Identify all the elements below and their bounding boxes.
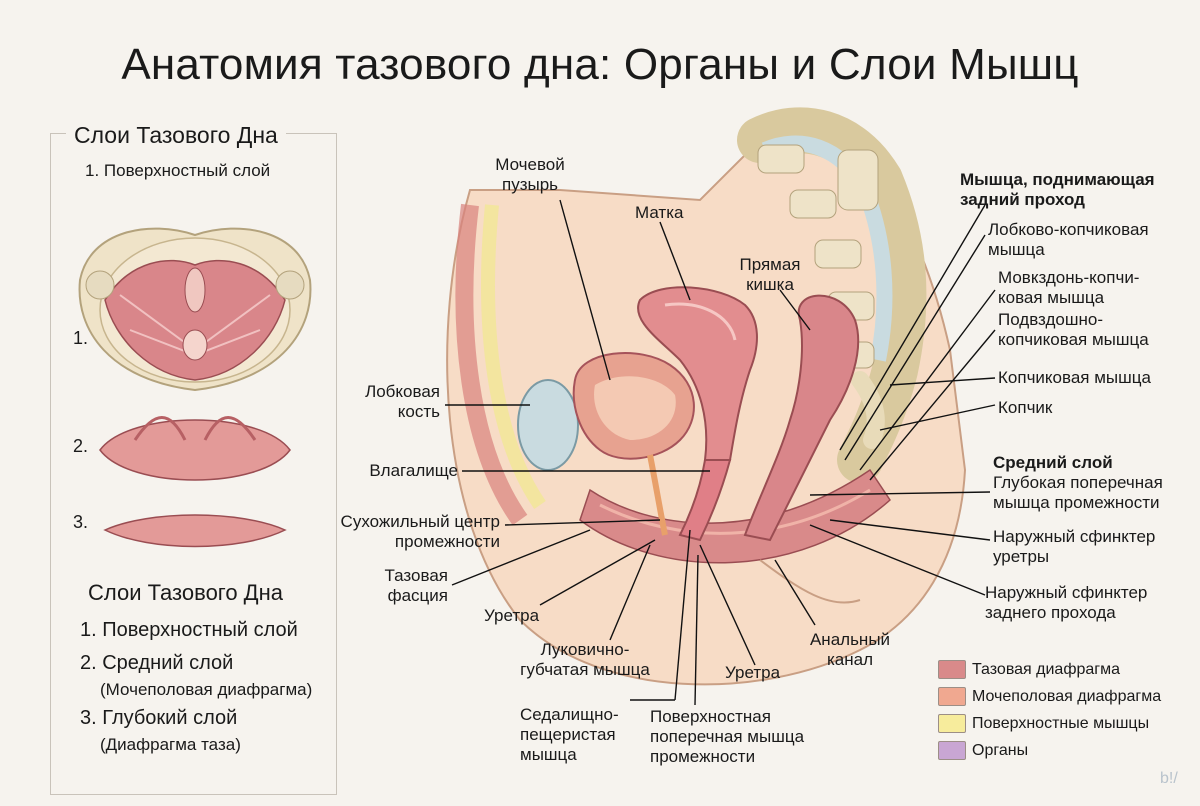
label-vagina: Влагалище xyxy=(369,461,458,480)
layers-list-item: 2. Средний слой xyxy=(80,652,234,674)
page-title: Анатомия тазового дна: Органы и Слои Мыш… xyxy=(121,40,1079,89)
legend-swatch xyxy=(938,660,966,679)
legend-swatch xyxy=(938,714,966,733)
uterus xyxy=(637,286,758,461)
layers-list-item: 1. Поверхностный слой xyxy=(80,619,298,641)
label-pelvic-fascia: Тазовая фасция xyxy=(384,566,448,605)
legend: Тазовая диафрагма Мочеполовая диафрагма … xyxy=(938,660,1161,760)
label-ext-urethral-sphincter: Наружный сфинктер уретры xyxy=(993,527,1156,566)
label-pubic-bone: Лобковая кость xyxy=(365,382,440,421)
label-iliococcygeus: Подвздошно- копчиковая мышца xyxy=(998,310,1149,349)
label-levator-ani: Мышца, поднимающая задний проход xyxy=(960,170,1155,209)
label-rectum: Прямая кишка xyxy=(739,255,801,294)
label-ischiocavernosus: Седалищно- пещеристая мышца xyxy=(520,705,619,764)
layer-marker-3: 3. xyxy=(73,512,89,532)
leader-lines xyxy=(445,199,996,706)
top-layer-caption: 1. Поверхностный слой xyxy=(85,161,271,180)
legend-swatch xyxy=(938,687,966,706)
label-ext-anal-sphincter: Наружный сфинктер заднего прохода xyxy=(985,583,1148,622)
middle-layer-muscles xyxy=(99,419,291,481)
coccyx xyxy=(851,371,885,449)
legend-label: Мочеполовая диафрагма xyxy=(972,687,1162,705)
layers-illustration xyxy=(78,227,312,548)
label-coccygeus: Копчиковая мышца xyxy=(998,368,1151,387)
legend-item: Органы xyxy=(938,741,1161,760)
label-urethra-mid: Уретра xyxy=(725,663,781,682)
label-bulbospongiosus: Луковично- губчатая мышца xyxy=(520,640,650,679)
label-deep-transverse: Глубокая поперечная мышца промежности xyxy=(993,473,1163,512)
legend-item: Тазовая диафрагма xyxy=(938,660,1161,679)
label-anal-canal: Анальный канал xyxy=(809,630,891,669)
urethra xyxy=(647,454,668,536)
rectum xyxy=(743,294,860,542)
watermark: b!/ xyxy=(1160,770,1178,787)
label-movkzdon: Мовкздонь-копчи- ковая мышца xyxy=(998,268,1140,307)
pelvic-floor-muscles xyxy=(579,468,891,564)
label-coccyx: Копчик xyxy=(998,398,1053,417)
panel-header: Слои Тазового Дна xyxy=(66,122,286,149)
layer-marker-1: 1. xyxy=(73,328,89,348)
layers-list-sub: (Мочеполовая диафрагма) xyxy=(100,680,313,699)
label-perineal-body: Сухожильный центр промежности xyxy=(340,512,500,551)
vagina xyxy=(678,459,732,542)
deep-layer-muscles xyxy=(103,514,287,548)
legend-swatch xyxy=(938,741,966,760)
layers-list-sub: (Диафрагма таза) xyxy=(100,735,241,754)
label-uterus: Матка xyxy=(635,203,684,222)
legend-label: Тазовая диафрагма xyxy=(972,660,1121,678)
pubic-bone xyxy=(517,379,579,471)
label-middle-layer: Средний слой xyxy=(993,453,1113,472)
legend-item: Мочеполовая диафрагма xyxy=(938,687,1161,706)
legend-item: Поверхностные мышцы xyxy=(938,714,1161,733)
legend-label: Поверхностные мышцы xyxy=(972,714,1150,732)
label-superficial-transverse: Поверхностная поперечная мышца промежнос… xyxy=(650,707,805,766)
label-pubococcygeus: Лобково-копчиковая мышца xyxy=(988,220,1149,259)
superficial-muscles xyxy=(104,259,286,381)
layers-list-title: Слои Тазового Дна xyxy=(88,580,283,605)
layer-marker-2: 2. xyxy=(73,436,89,456)
label-bladder: Мочевой пузырь xyxy=(495,155,565,194)
layers-list-item: 3. Глубокий слой xyxy=(80,707,238,729)
legend-label: Органы xyxy=(972,741,1029,759)
label-urethra-left: Уретра xyxy=(484,606,540,625)
